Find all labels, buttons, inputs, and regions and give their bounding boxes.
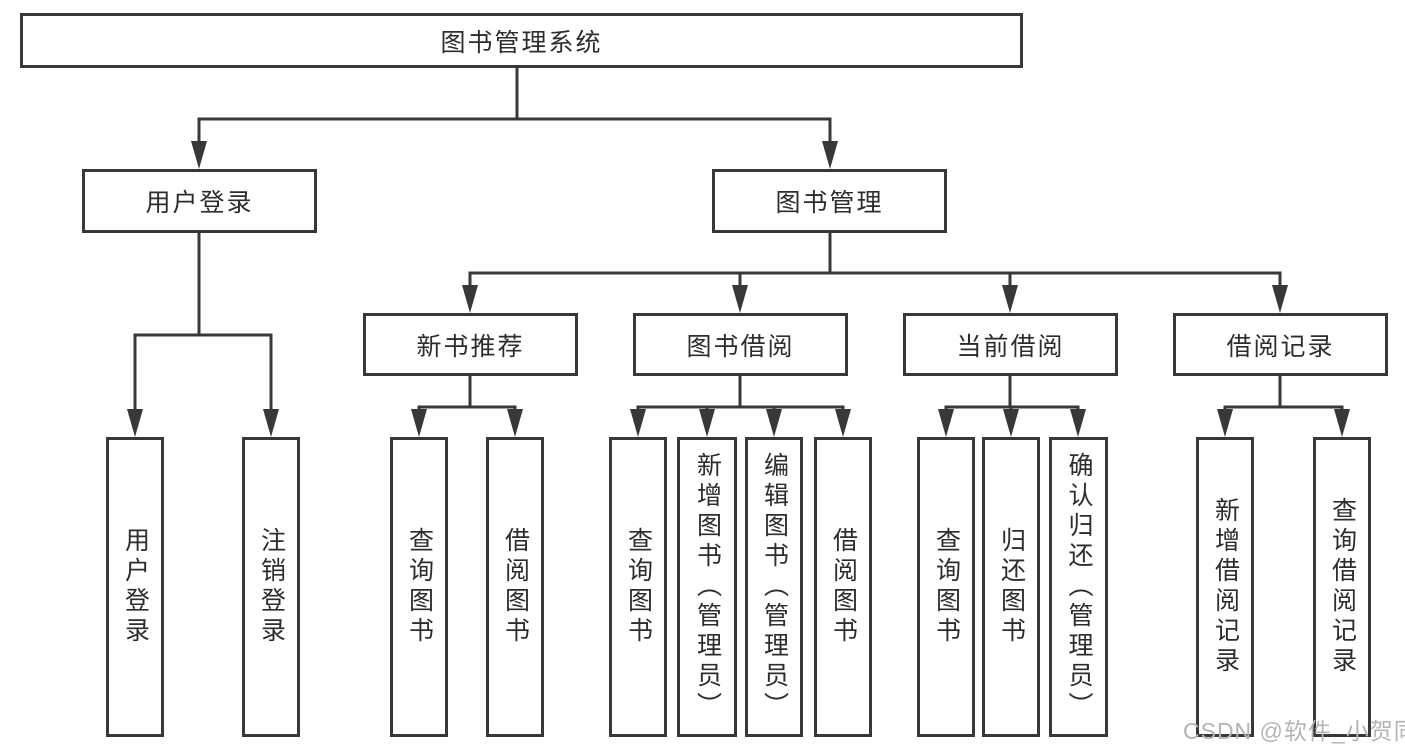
- node-book-management: 图书管理: [712, 169, 947, 233]
- leaf-borrow-books-recommend-label: 借阅图书: [501, 527, 530, 647]
- connector-new-book-recommend-children: [411, 374, 523, 437]
- leaf-borrow-books-recommend: 借阅图书: [486, 437, 544, 737]
- node-book-borrow: 图书借阅: [633, 313, 848, 376]
- arrowhead-user-login: [191, 141, 207, 169]
- arrowhead-borrow-records: [1272, 285, 1288, 313]
- arrowhead-book-management: [822, 141, 838, 169]
- connector-book-management-children: [462, 231, 1288, 313]
- arrowhead-leaf: [766, 409, 782, 437]
- leaf-add-books-admin: 新增图书（管理员）: [677, 437, 737, 737]
- arrowhead-leaf-user-login: [127, 409, 143, 437]
- leaf-add-borrow-record-label: 新增借阅记录: [1211, 497, 1240, 677]
- connector-current-borrow-children: [938, 374, 1086, 437]
- connector-borrow-records-children: [1217, 374, 1350, 437]
- arrowhead-leaf: [507, 409, 523, 437]
- leaf-add-borrow-record: 新增借阅记录: [1196, 437, 1254, 737]
- leaf-borrow-books-label: 借阅图书: [829, 527, 858, 647]
- leaf-borrow-books: 借阅图书: [814, 437, 872, 737]
- node-user-login: 用户登录: [82, 169, 317, 233]
- arrowhead-book-borrow: [732, 285, 748, 313]
- leaf-query-books-borrow-label: 查询图书: [624, 527, 653, 647]
- leaf-query-books-recommend-label: 查询图书: [405, 527, 434, 647]
- arrowhead-new-book-recommend: [462, 285, 478, 313]
- leaf-return-books-label: 归还图书: [997, 527, 1026, 647]
- arrowhead-leaf: [835, 409, 851, 437]
- leaf-add-books-admin-label: 新增图书（管理员）: [693, 452, 722, 722]
- node-borrow-records-label: 借阅记录: [1226, 332, 1335, 361]
- leaf-edit-books-admin: 编辑图书（管理员）: [745, 437, 803, 737]
- leaf-user-login: 用户登录: [106, 437, 164, 737]
- arrowhead-leaf: [938, 409, 954, 437]
- node-book-management-label: 图书管理: [775, 189, 884, 217]
- node-current-borrow-label: 当前借阅: [956, 332, 1065, 361]
- leaf-logout-label: 注销登录: [257, 527, 286, 647]
- leaf-query-books-current-label: 查询图书: [932, 527, 961, 647]
- arrowhead-leaf-logout: [263, 409, 279, 437]
- leaf-user-login-label: 用户登录: [121, 527, 150, 647]
- csdn-watermark: CSDN @软件_小贺同学: [1183, 718, 1405, 744]
- connector-root-to-level2: [191, 66, 838, 169]
- leaf-logout: 注销登录: [242, 437, 300, 737]
- node-book-borrow-label: 图书借阅: [686, 332, 795, 361]
- leaf-confirm-return-admin-label: 确认归还（管理员）: [1065, 452, 1093, 722]
- arrowhead-leaf: [1070, 409, 1086, 437]
- node-new-book-recommend-label: 新书推荐: [416, 332, 525, 361]
- leaf-query-books-recommend: 查询图书: [390, 437, 448, 737]
- arrowhead-leaf: [1334, 409, 1350, 437]
- arrowhead-leaf: [699, 409, 715, 437]
- leaf-query-borrow-record: 查询借阅记录: [1313, 437, 1371, 737]
- arrowhead-current-borrow: [1002, 285, 1018, 313]
- arrowhead-leaf: [630, 409, 646, 437]
- node-borrow-records: 借阅记录: [1173, 313, 1388, 376]
- connector-book-borrow-children: [630, 374, 851, 437]
- node-root: 图书管理系统: [20, 13, 1023, 68]
- leaf-query-books-borrow: 查询图书: [609, 437, 667, 737]
- leaf-query-borrow-record-label: 查询借阅记录: [1328, 497, 1357, 677]
- connector-user-login-children: [127, 231, 279, 437]
- node-user-login-label: 用户登录: [145, 189, 254, 217]
- arrowhead-leaf: [411, 409, 427, 437]
- arrowhead-leaf: [1003, 409, 1019, 437]
- node-new-book-recommend: 新书推荐: [363, 313, 578, 376]
- node-current-borrow: 当前借阅: [903, 313, 1118, 376]
- leaf-edit-books-admin-label: 编辑图书（管理员）: [760, 452, 789, 722]
- leaf-confirm-return-admin: 确认归还（管理员）: [1049, 437, 1108, 737]
- arrowhead-leaf: [1217, 409, 1233, 437]
- leaf-query-books-current: 查询图书: [917, 437, 975, 737]
- leaf-return-books: 归还图书: [982, 437, 1040, 737]
- node-root-label: 图书管理系统: [440, 28, 603, 57]
